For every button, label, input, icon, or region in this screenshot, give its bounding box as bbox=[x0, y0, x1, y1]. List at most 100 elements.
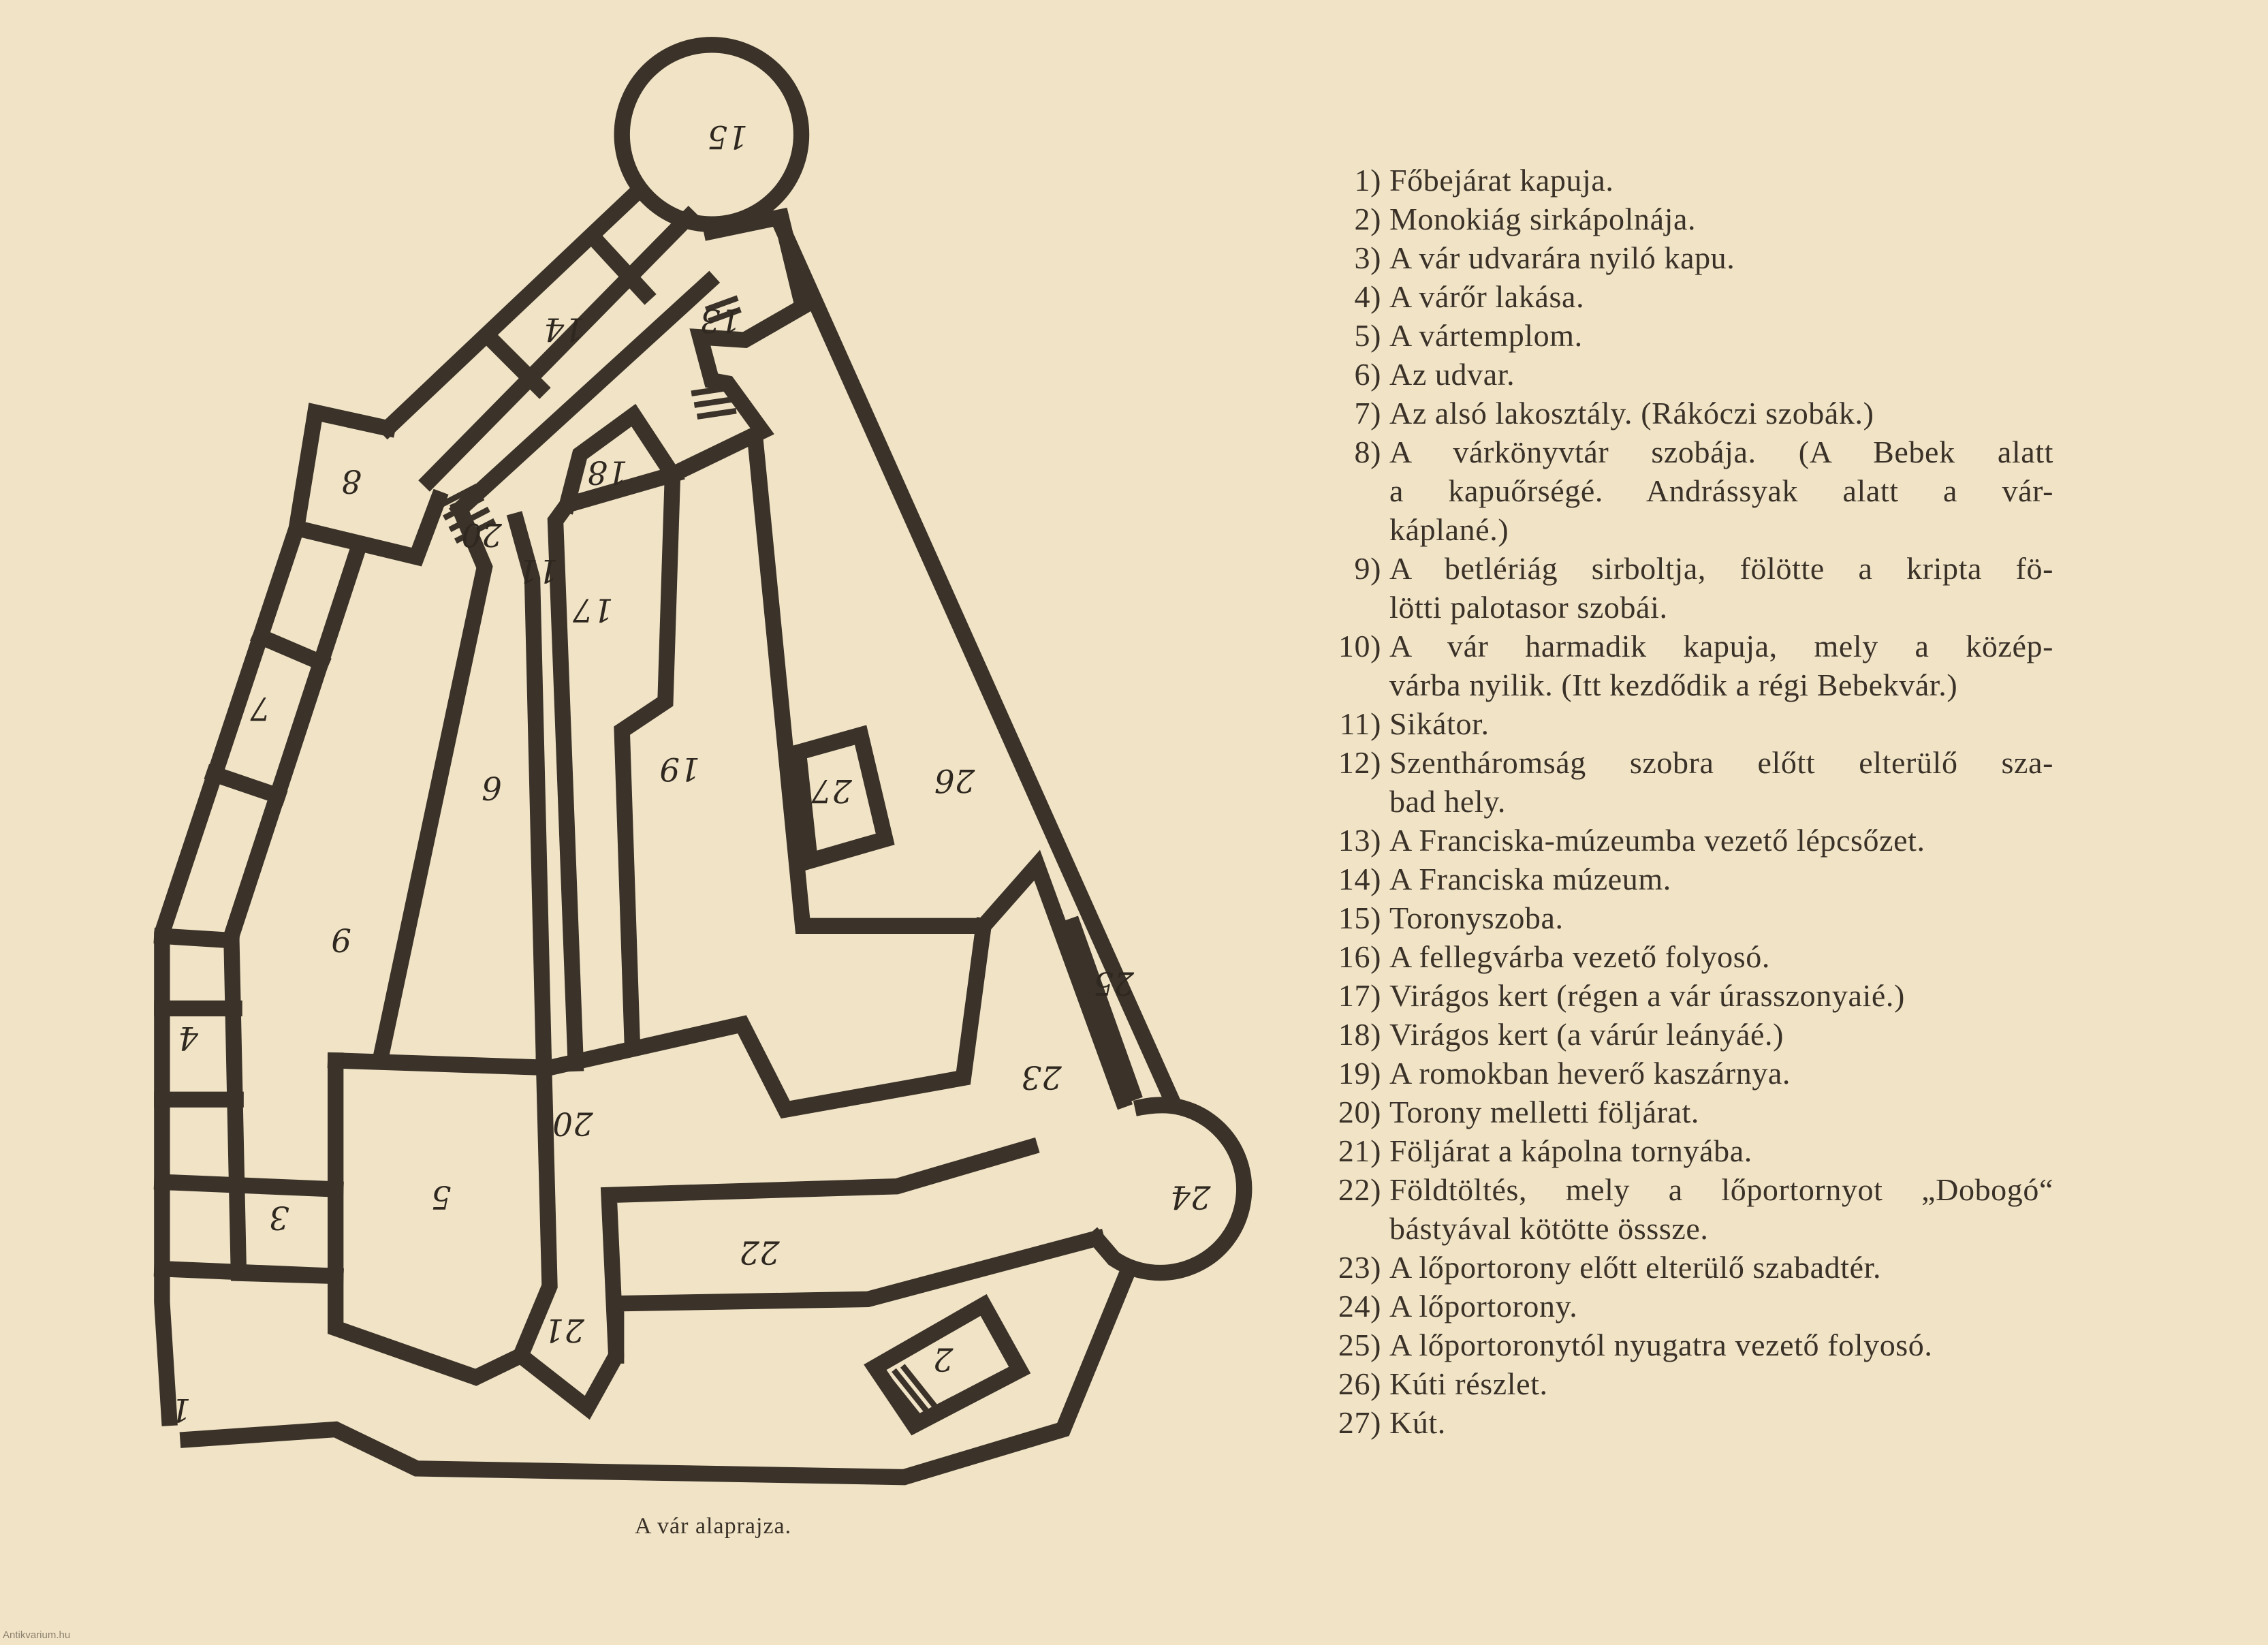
legend-item: 22)Földtöltés, mely a lőportornyot „Dobo… bbox=[1308, 1170, 2057, 1248]
legend-number: 4) bbox=[1354, 279, 1381, 314]
legend-text: Kúti részlet. bbox=[1389, 1366, 1548, 1401]
legend-text: Virágos kert (régen a vár úrasszonyaié.) bbox=[1389, 978, 1905, 1013]
legend-number: 24) bbox=[1338, 1289, 1381, 1323]
watermark: Antikvarium.hu bbox=[3, 1629, 71, 1641]
legend-number: 19) bbox=[1338, 1056, 1381, 1091]
corridor-wall bbox=[448, 270, 721, 521]
legend-item: 2)Monokiág sirkápolnája. bbox=[1308, 200, 2057, 238]
legend-text: Torony melletti följárat. bbox=[1389, 1095, 1700, 1129]
legend-item: 20)Torony melletti följárat. bbox=[1308, 1093, 2057, 1131]
legend-item: 13)A Franciska-múzeumba vezető lépcsőzet… bbox=[1308, 821, 2057, 860]
wall-11-17 bbox=[547, 403, 686, 1072]
legend-number: 20) bbox=[1338, 1095, 1381, 1129]
room-label: 7 bbox=[250, 689, 270, 726]
wall-9-6 bbox=[371, 499, 493, 1069]
legend-item: 10)A vár harmadik kapuja, mely a közép-v… bbox=[1308, 627, 2057, 704]
legend-text: A Franciska-múzeumba vezető lépcsőzet. bbox=[1389, 823, 1925, 858]
legend-number: 23) bbox=[1338, 1250, 1381, 1285]
church-5-wall bbox=[328, 1052, 1040, 1420]
legend-item: 21)Följárat a kápolna tornyába. bbox=[1308, 1131, 2057, 1170]
legend: 1)Főbejárat kapuja.2)Monokiág sirkápolná… bbox=[1308, 161, 2057, 1442]
room-label: 23 bbox=[1021, 1058, 1062, 1095]
legend-text: Kút. bbox=[1389, 1405, 1446, 1440]
legend-item: 7)Az alsó lakosztály. (Rákóczi szobák.) bbox=[1308, 394, 2057, 433]
legend-item: 25)A lőportoronytól nyugatra vezető foly… bbox=[1308, 1326, 2057, 1364]
legend-number: 10) bbox=[1338, 629, 1381, 663]
wall-22 bbox=[608, 1228, 1107, 1364]
legend-number: 7) bbox=[1354, 396, 1381, 430]
legend-text: Virágos kert (a várúr leányáé.) bbox=[1389, 1017, 1784, 1052]
legend-number: 22) bbox=[1338, 1172, 1381, 1207]
legend-number: 15) bbox=[1338, 900, 1381, 935]
legend-item: 27)Kút. bbox=[1308, 1403, 2057, 1442]
legend-text: A Franciska múzeum. bbox=[1389, 862, 1671, 896]
room-label: 24 bbox=[1170, 1178, 1211, 1215]
legend-text: A lőportoronytól nyugatra vezető folyosó… bbox=[1389, 1328, 1933, 1362]
legend-text: A betlériág sirboltja, fölötte a kripta … bbox=[1389, 551, 2053, 586]
cross-wall bbox=[153, 1174, 344, 1198]
legend-text: A várkönyvtár szobája. (A Bebek alatt bbox=[1389, 435, 2053, 469]
legend-number: 5) bbox=[1354, 318, 1381, 353]
room-label: 21 bbox=[544, 1311, 585, 1348]
wall-23 bbox=[327, 917, 993, 1119]
legend-text: Toronyszoba. bbox=[1389, 900, 1564, 935]
legend-text: Főbejárat kapuja. bbox=[1389, 163, 1614, 198]
legend-text: Sikátor. bbox=[1389, 706, 1490, 741]
legend-number: 13) bbox=[1338, 823, 1381, 858]
cross-wall bbox=[583, 227, 657, 305]
legend-item: 26)Kúti részlet. bbox=[1308, 1364, 2057, 1403]
museum-inner-wall bbox=[418, 206, 700, 492]
legend-item: 18)Virágos kert (a várúr leányáé.) bbox=[1308, 1015, 2057, 1054]
legend-item: 5)A vártemplom. bbox=[1308, 316, 2057, 355]
legend-item: 9)A betlériág sirboltja, fölötte a kript… bbox=[1308, 549, 2057, 627]
room-label: 20 bbox=[461, 516, 502, 552]
room-label: 20 bbox=[552, 1104, 593, 1141]
legend-item: 24)A lőportorony. bbox=[1308, 1287, 2057, 1326]
legend-number: 26) bbox=[1338, 1366, 1381, 1401]
wall-20-21 bbox=[510, 1055, 558, 1366]
legend-text: várba nyilik. (Itt kezdődik a régi Bebek… bbox=[1389, 668, 1958, 702]
legend-number: 6) bbox=[1354, 357, 1381, 392]
legend-number: 14) bbox=[1338, 862, 1381, 896]
legend-item: 6)Az udvar. bbox=[1308, 355, 2057, 394]
cross-wall bbox=[249, 626, 332, 674]
legend-number: 18) bbox=[1338, 1017, 1381, 1052]
room-label: 3 bbox=[269, 1198, 289, 1235]
legend-text: Följárat a kápolna tornyába. bbox=[1389, 1133, 1752, 1168]
room-label: 15 bbox=[708, 118, 748, 155]
legend-item: 14)A Franciska múzeum. bbox=[1308, 860, 2057, 898]
room-label: 22 bbox=[739, 1233, 780, 1270]
legend-number: 17) bbox=[1338, 978, 1381, 1013]
legend-item: 3)A vár udvarára nyiló kapu. bbox=[1308, 238, 2057, 277]
legend-item: 4)A várőr lakása. bbox=[1308, 277, 2057, 316]
legend-text: Az udvar. bbox=[1389, 357, 1515, 392]
legend-text: a kapuőrségé. Andrássyak alatt a vár- bbox=[1389, 473, 2053, 508]
legend-text: bad hely. bbox=[1389, 784, 1507, 819]
legend-number: 16) bbox=[1338, 939, 1381, 974]
stairs-13 bbox=[691, 295, 742, 420]
legend-number: 1) bbox=[1354, 163, 1381, 198]
room-label: 9 bbox=[331, 921, 351, 958]
legend-item: 1)Főbejárat kapuja. bbox=[1308, 161, 2057, 200]
legend-text: Földtöltés, mely a lőportornyot „Dobogó“ bbox=[1389, 1172, 2053, 1207]
cross-wall bbox=[482, 330, 551, 399]
room-label: 18 bbox=[587, 454, 627, 490]
legend-item: 19)A romokban heverő kaszárnya. bbox=[1308, 1054, 2057, 1093]
staircase-13-wall bbox=[661, 207, 813, 486]
legend-text: A lőportorony előtt elterülő szabadtér. bbox=[1389, 1250, 1882, 1285]
gate-3-wall bbox=[153, 1260, 344, 1285]
legend-item: 15)Toronyszoba. bbox=[1308, 898, 2057, 937]
room-label: 25 bbox=[1094, 964, 1135, 1001]
south-outer-wall bbox=[179, 1267, 1136, 1486]
legend-text: Monokiág sirkápolnája. bbox=[1389, 202, 1697, 236]
east-outer-wall bbox=[772, 218, 1182, 1110]
legend-text: A vár udvarára nyiló kapu. bbox=[1389, 240, 1735, 275]
wall-6-11 bbox=[506, 511, 552, 1072]
legend-text: bástyával kötötte össsze. bbox=[1389, 1211, 1709, 1246]
legend-item: 11)Sikátor. bbox=[1308, 704, 2057, 743]
west-outer-wall bbox=[154, 518, 307, 1426]
room-label: 2 bbox=[933, 1341, 954, 1377]
cross-wall bbox=[153, 927, 240, 949]
room-label: 4 bbox=[178, 1019, 199, 1056]
